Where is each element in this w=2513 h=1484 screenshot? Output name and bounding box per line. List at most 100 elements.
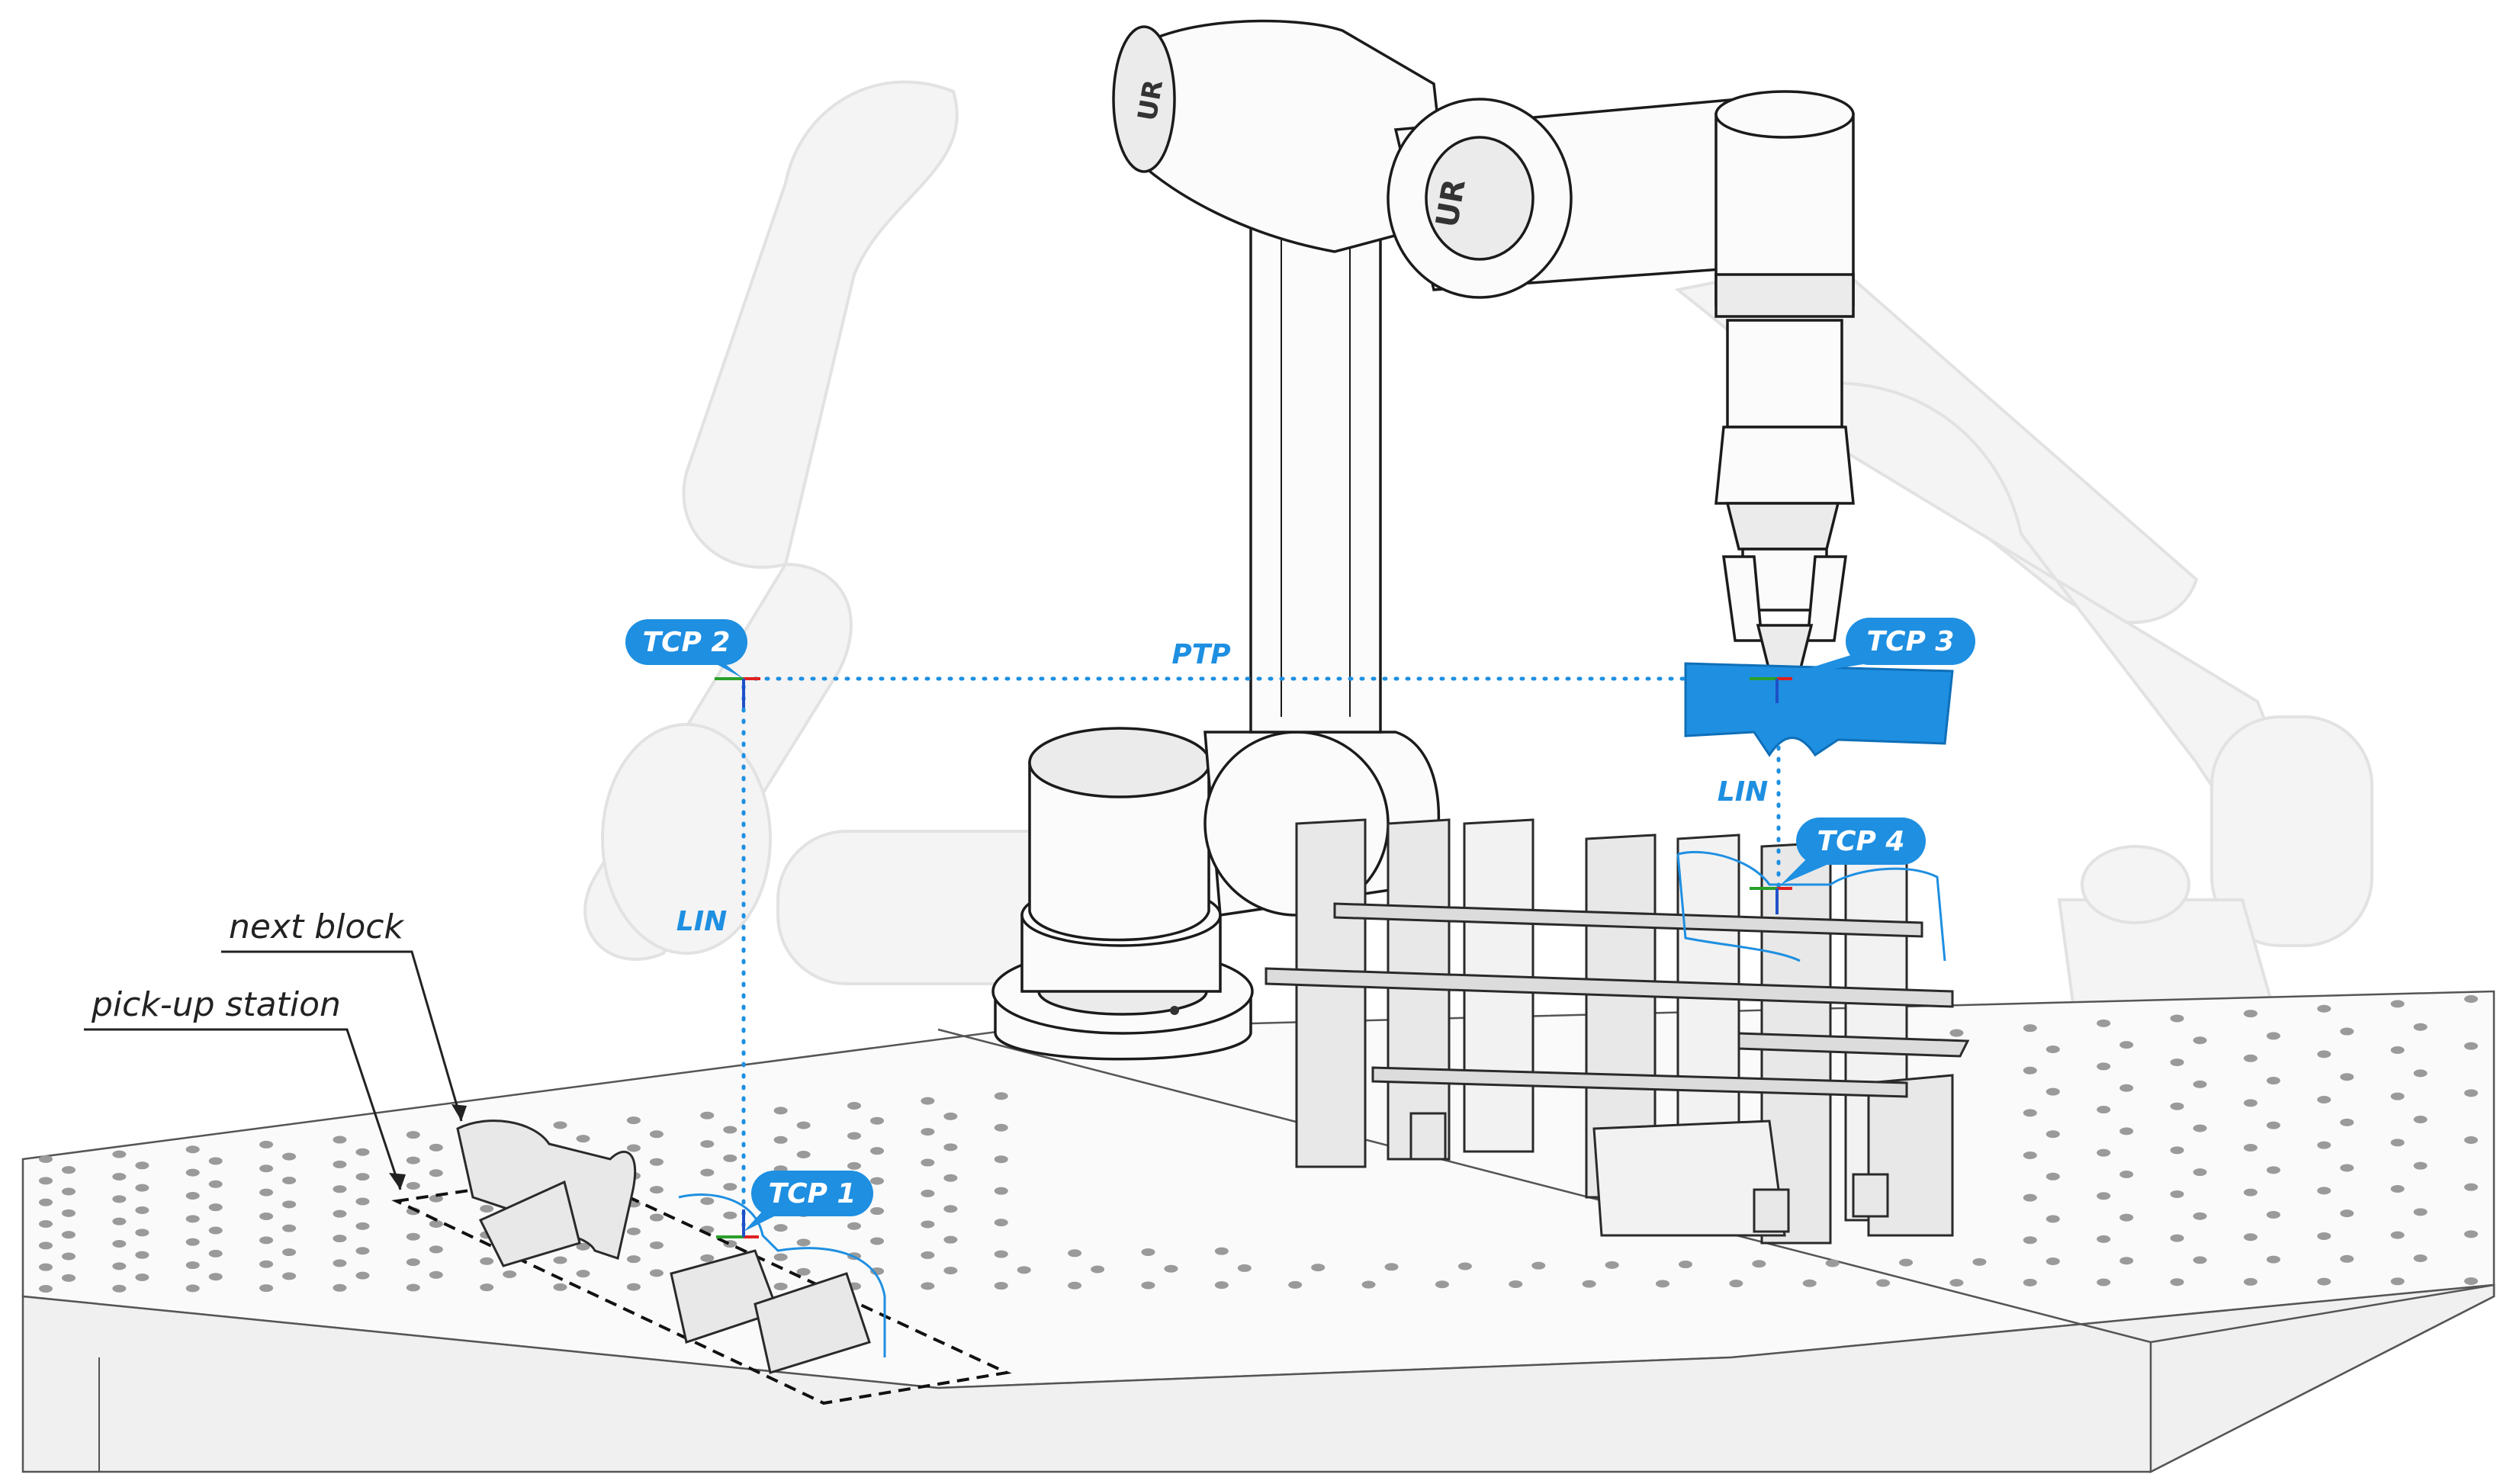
table-hole (2390, 1277, 2405, 1286)
table-hole (1582, 1280, 1596, 1288)
table-hole (2464, 1277, 2478, 1285)
table-hole (1949, 1029, 1964, 1037)
table-hole (1457, 1262, 1472, 1270)
table-hole (1825, 1259, 1840, 1267)
table-hole (847, 1102, 861, 1110)
table-hole (796, 1151, 811, 1159)
table-hole (429, 1270, 443, 1279)
table-hole (994, 1123, 1008, 1132)
table-hole (2266, 1255, 2280, 1264)
table-hole (259, 1140, 274, 1148)
table-hole (626, 1283, 641, 1291)
table-hole (847, 1161, 861, 1170)
frame-tcp3 (1750, 677, 1792, 703)
table-hole (553, 1121, 567, 1129)
table-hole (2243, 1233, 2258, 1241)
table-hole (773, 1107, 788, 1115)
robot-logo-forearm: UR (1430, 176, 1473, 230)
table-hole (2317, 1050, 2331, 1058)
frame-tcp4 (1750, 887, 1792, 914)
table-hole (626, 1227, 641, 1235)
robot-elbow: UR (1112, 19, 1451, 253)
table-hole (1141, 1248, 1155, 1256)
table-hole (626, 1116, 641, 1125)
table-hole (429, 1169, 443, 1177)
table-hole (2119, 1213, 2134, 1222)
table-hole (773, 1253, 788, 1261)
table-hole (943, 1235, 958, 1244)
table-hole (2390, 1046, 2405, 1055)
table-hole (2413, 1069, 2428, 1078)
assembled-structure (1265, 818, 1970, 1245)
table-hole (1214, 1247, 1229, 1255)
table-hole (208, 1157, 223, 1165)
table-hole (259, 1188, 274, 1197)
table-hole (649, 1158, 664, 1166)
table-hole (135, 1251, 149, 1259)
pickup-station-area (391, 1119, 1012, 1405)
table-hole (39, 1285, 53, 1293)
table-hole (429, 1143, 443, 1152)
robot-forearm: UR (1387, 98, 1756, 299)
table-hole (1876, 1279, 1891, 1287)
table-hole (112, 1172, 127, 1180)
lin-label-vertical: LIN (676, 906, 727, 937)
robot-arm: UR UR (991, 19, 1855, 1061)
table-hole (2243, 1099, 2258, 1107)
table-hole (2097, 1148, 2111, 1157)
table-hole (1164, 1264, 1178, 1273)
tcp4-label-text: TCP 4 (1817, 826, 1905, 857)
robot-upper-arm (1249, 151, 1382, 734)
table-hole (553, 1283, 567, 1291)
table-hole (1899, 1258, 1914, 1267)
table-hole (2193, 1080, 2207, 1088)
pickup-block-1 (670, 1193, 886, 1374)
table-hole (282, 1272, 297, 1280)
table-hole (333, 1259, 347, 1267)
table-hole (2193, 1124, 2207, 1132)
table-hole (723, 1183, 738, 1191)
table-hole (2193, 1168, 2207, 1177)
table-hole (700, 1140, 715, 1148)
table-hole (1017, 1266, 1031, 1274)
table-hole (2464, 1136, 2478, 1144)
table-hole (921, 1251, 935, 1259)
table-hole (2390, 1231, 2405, 1239)
table-hole (62, 1166, 76, 1174)
table-hole (2413, 1116, 2428, 1124)
table-hole (355, 1197, 370, 1206)
table-hole (429, 1194, 443, 1203)
table-hole (259, 1213, 274, 1220)
next-block-text: next block (229, 907, 405, 946)
table-hole (259, 1260, 274, 1268)
table-hole (480, 1205, 494, 1213)
table-hole (2023, 1278, 2037, 1286)
table-hole (921, 1158, 935, 1167)
table-hole (1091, 1265, 1105, 1274)
table-hole (2413, 1208, 2428, 1216)
table-hole (700, 1254, 715, 1262)
table-hole (2243, 1010, 2258, 1018)
table-hole (921, 1097, 935, 1105)
table-hole (208, 1226, 223, 1235)
table-hole (355, 1222, 370, 1230)
table-hole (649, 1241, 664, 1249)
table-hole (723, 1154, 738, 1162)
table-hole (2340, 1164, 2354, 1172)
table-hole (2045, 1087, 2060, 1096)
table-hole (333, 1135, 347, 1144)
table-hole (943, 1267, 958, 1275)
table-hole (480, 1257, 494, 1265)
table-hole (135, 1161, 149, 1170)
table-hole (2390, 1184, 2405, 1193)
tcp3-label: TCP 3 (1781, 618, 1975, 677)
table-holes (39, 995, 2478, 1293)
ghost-robot-left-pose (583, 80, 1100, 985)
table-hole (62, 1231, 76, 1239)
table-hole (429, 1220, 443, 1229)
table-hole (649, 1186, 664, 1194)
table-hole (333, 1283, 347, 1292)
table-hole (921, 1128, 935, 1136)
tcp1-label-text: TCP 1 (769, 1178, 856, 1209)
table-hole (700, 1168, 715, 1177)
